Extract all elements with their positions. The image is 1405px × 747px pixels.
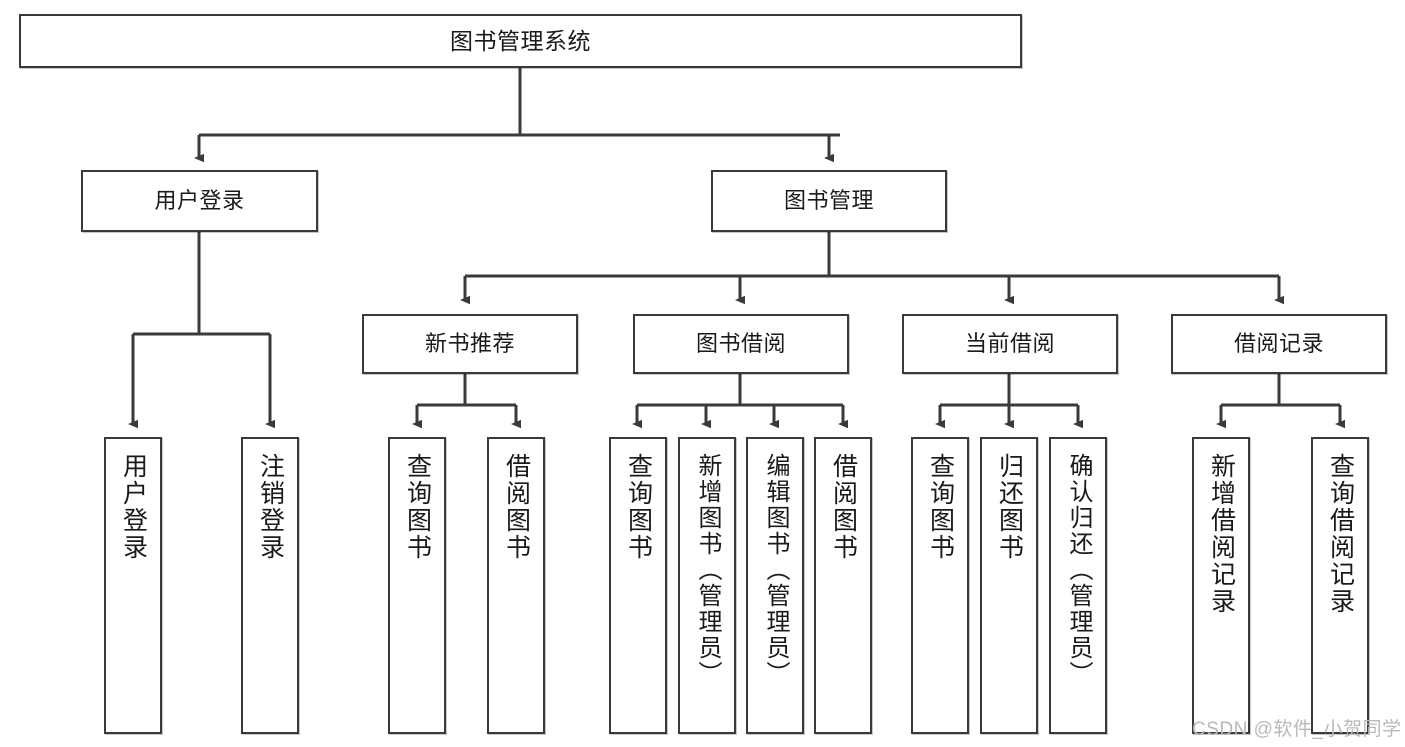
node-label: 用户登录 — [154, 188, 245, 214]
node-label: 确认归还（管理员） — [1064, 453, 1092, 687]
node-label: 查询借阅记录 — [1326, 453, 1355, 615]
node-label: 新增借阅记录 — [1207, 453, 1236, 615]
node-label: 借阅图书 — [829, 453, 858, 561]
node-book-borrow[interactable]: 图书借阅 — [633, 314, 849, 374]
leaf-user-logout[interactable]: 注销登录 — [241, 437, 299, 734]
node-label: 图书管理 — [783, 188, 874, 214]
node-label: 查询图书 — [403, 453, 432, 561]
csdn-watermark: CSDN @软件_小贺同学 — [1192, 719, 1402, 740]
leaf-confirm-return-admin[interactable]: 确认归还（管理员） — [1049, 437, 1107, 734]
leaf-query-borrow-record[interactable]: 查询借阅记录 — [1311, 437, 1369, 734]
node-borrow-record[interactable]: 借阅记录 — [1171, 314, 1387, 374]
node-label: 注销登录 — [256, 453, 285, 561]
leaf-user-login[interactable]: 用户登录 — [104, 437, 162, 734]
node-current-borrow[interactable]: 当前借阅 — [902, 314, 1118, 374]
node-new-book-recommend[interactable]: 新书推荐 — [362, 314, 578, 374]
node-user-login[interactable]: 用户登录 — [81, 170, 318, 232]
node-label: 用户登录 — [119, 453, 148, 561]
node-label: 查询图书 — [926, 453, 955, 561]
leaf-borrow-book[interactable]: 借阅图书 — [814, 437, 872, 734]
node-root-book-management-system[interactable]: 图书管理系统 — [19, 14, 1022, 68]
leaf-query-book-recommend[interactable]: 查询图书 — [388, 437, 446, 734]
node-label: 借阅图书 — [502, 453, 531, 561]
node-label: 当前借阅 — [964, 331, 1055, 357]
node-label: 查询图书 — [624, 453, 653, 561]
node-label: 图书管理系统 — [450, 27, 591, 54]
node-label: 新书推荐 — [424, 331, 515, 357]
node-label: 新增图书（管理员） — [693, 453, 721, 687]
leaf-query-book-borrow[interactable]: 查询图书 — [609, 437, 667, 734]
leaf-edit-book-admin[interactable]: 编辑图书（管理员） — [746, 437, 804, 734]
leaf-query-book-current[interactable]: 查询图书 — [911, 437, 969, 734]
leaf-return-book[interactable]: 归还图书 — [980, 437, 1038, 734]
node-label: 编辑图书（管理员） — [761, 453, 789, 687]
node-label: 图书借阅 — [695, 331, 786, 357]
leaf-borrow-book-recommend[interactable]: 借阅图书 — [487, 437, 545, 734]
leaf-add-borrow-record[interactable]: 新增借阅记录 — [1192, 437, 1250, 734]
node-label: 借阅记录 — [1233, 331, 1324, 357]
node-book-management[interactable]: 图书管理 — [711, 170, 947, 232]
node-label: 归还图书 — [995, 453, 1024, 561]
leaf-add-book-admin[interactable]: 新增图书（管理员） — [678, 437, 736, 734]
